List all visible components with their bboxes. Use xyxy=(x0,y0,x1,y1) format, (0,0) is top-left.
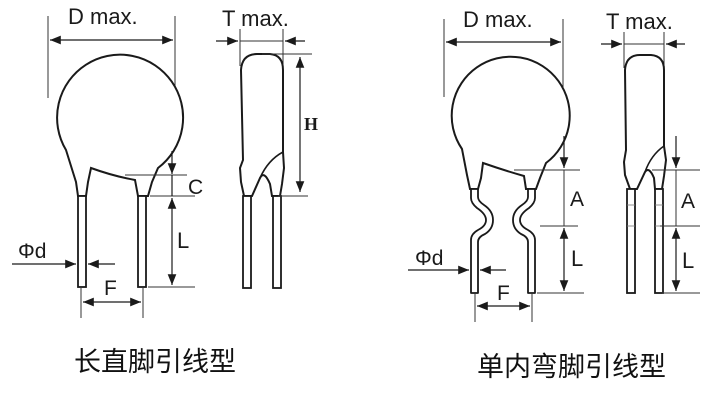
c-label: C xyxy=(188,176,203,199)
straight-lead-side-view: T max. H xyxy=(216,6,318,289)
caption-straight-lead: 长直脚引线型 xyxy=(74,347,236,378)
side-body-fillet xyxy=(644,145,665,173)
phid-label: Φd xyxy=(415,247,443,270)
lead-left-kinked xyxy=(470,188,494,294)
lead-right xyxy=(137,195,147,288)
d-max-label: D max. xyxy=(463,7,533,32)
phid-label: Φd xyxy=(18,240,46,263)
f-label: F xyxy=(104,277,117,300)
disc-body xyxy=(450,55,571,190)
l-label: L xyxy=(571,246,583,271)
a-label: A xyxy=(681,190,695,213)
kink-lead-side-view: T max. A L xyxy=(601,9,700,294)
side-lead-right xyxy=(654,188,664,294)
h-label: H xyxy=(304,114,318,134)
lead-right-kinked xyxy=(512,188,536,294)
caption-inner-kink-lead: 单内弯脚引线型 xyxy=(477,352,666,383)
side-lead-right xyxy=(272,195,282,289)
t-max-label: T max. xyxy=(222,6,289,31)
f-label: F xyxy=(497,282,510,305)
side-body-fillet xyxy=(259,151,284,179)
d-max-label: D max. xyxy=(68,4,138,29)
straight-lead-front-view: D max. C L Φd F xyxy=(12,4,203,318)
side-lead-left xyxy=(626,188,636,294)
side-body xyxy=(622,54,668,190)
l-label: L xyxy=(177,228,189,253)
side-lead-left xyxy=(242,195,252,289)
kink-lead-front-view: D max. A L Φd F xyxy=(408,7,584,322)
t-max-label: T max. xyxy=(606,9,673,34)
l-label: L xyxy=(682,248,694,273)
lead-left xyxy=(77,195,87,288)
disc-body xyxy=(56,53,185,197)
a-label: A xyxy=(570,188,584,211)
